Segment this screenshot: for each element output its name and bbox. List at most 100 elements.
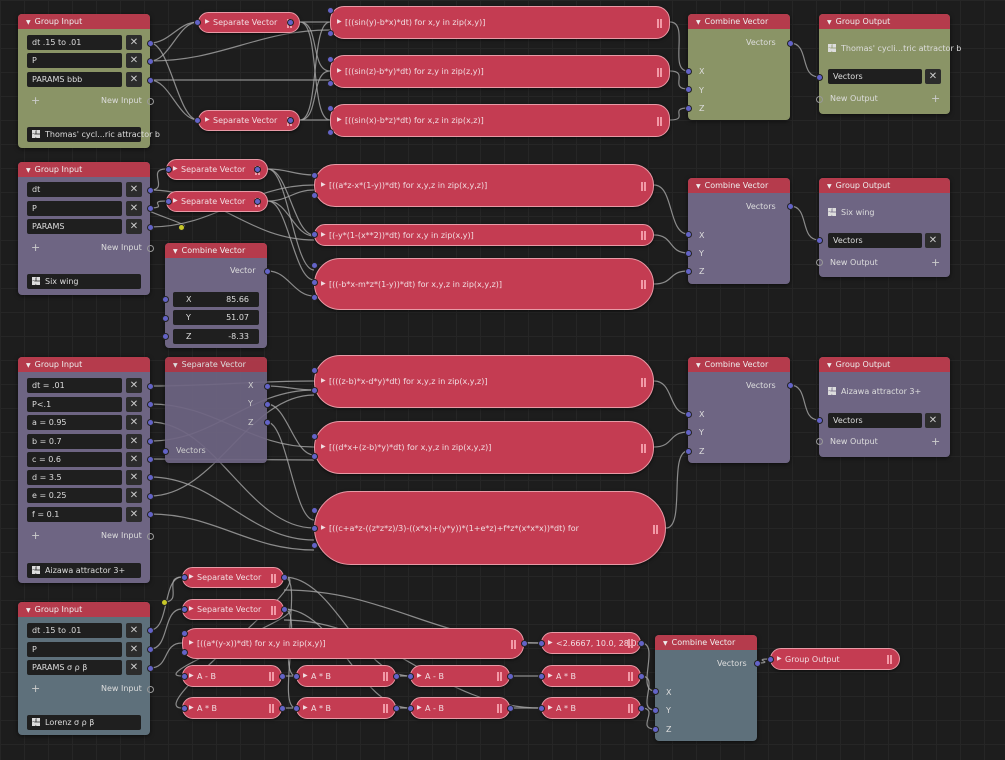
input-field[interactable]: dt .15 to .01	[27, 623, 122, 638]
drag-handle-icon[interactable]	[628, 639, 633, 648]
node-header[interactable]: ▼Group Output	[819, 357, 950, 372]
node-socket[interactable]	[310, 171, 318, 179]
node-socket[interactable]	[263, 382, 271, 390]
node-socket[interactable]	[310, 261, 318, 269]
node-socket[interactable]	[326, 79, 334, 87]
node-socket[interactable]	[310, 452, 318, 460]
math-node[interactable]: ▶A - B	[410, 665, 510, 687]
expand-icon[interactable]: ▶	[303, 704, 308, 711]
separate-vector-node[interactable]: ▼Separate Vector X Y Z Vectors	[165, 357, 267, 463]
node-socket[interactable]	[180, 629, 188, 637]
combine-vector-node[interactable]: ▼Combine Vector Vectors X Y Z	[688, 14, 790, 120]
collapse-icon[interactable]: ▼	[26, 19, 31, 26]
add-output-icon[interactable]: +	[931, 435, 941, 448]
math-node[interactable]: ▶A - B	[182, 665, 282, 687]
node-socket[interactable]	[310, 386, 318, 394]
python-expression-node[interactable]: ▶[((sin(y)-b*x)*dt) for x,y in zip(x,y)]	[330, 6, 670, 39]
node-socket[interactable]	[326, 29, 334, 37]
expand-icon[interactable]: ▶	[321, 443, 326, 450]
drag-handle-icon[interactable]	[657, 19, 662, 28]
drag-handle-icon[interactable]	[383, 704, 388, 713]
expand-icon[interactable]: ▶	[417, 704, 422, 711]
node-socket[interactable]	[684, 85, 692, 93]
node-socket[interactable]	[537, 704, 545, 712]
node-header[interactable]: ▼Group Input	[18, 14, 150, 29]
math-node[interactable]: ▶A * B	[541, 697, 641, 719]
node-socket[interactable]	[146, 626, 154, 634]
add-input-icon[interactable]: +	[31, 682, 41, 695]
remove-icon[interactable]: ✕	[925, 413, 941, 428]
expand-icon[interactable]: ▶	[417, 672, 422, 679]
group-name-field[interactable]: Aizawa attractor 3+	[27, 563, 141, 578]
node-socket[interactable]	[684, 428, 692, 436]
group-output-node[interactable]: ▼Group Output Aizawa attractor 3+ Vector…	[819, 357, 950, 457]
expand-icon[interactable]: ▶	[205, 116, 210, 123]
node-socket[interactable]	[326, 6, 334, 14]
input-field[interactable]: d = 3.5	[27, 470, 122, 485]
input-field[interactable]: dt .15 to .01	[27, 35, 122, 50]
collapse-icon[interactable]: ▼	[26, 362, 31, 369]
expand-icon[interactable]: ▶	[189, 704, 194, 711]
node-socket[interactable]	[753, 659, 761, 667]
node-socket[interactable]	[684, 104, 692, 112]
node-socket[interactable]	[161, 295, 169, 303]
drag-handle-icon[interactable]	[641, 378, 646, 387]
node-socket[interactable]	[684, 447, 692, 455]
node-socket[interactable]	[786, 202, 794, 210]
add-input-icon[interactable]: +	[31, 529, 41, 542]
combine-vector-node[interactable]: ▼Combine Vector Vectors X Y Z	[655, 635, 757, 741]
drag-handle-icon[interactable]	[497, 704, 502, 713]
expand-icon[interactable]: ▶	[189, 573, 194, 580]
group-name-field[interactable]: Six wing	[27, 274, 141, 289]
node-socket[interactable]	[651, 706, 659, 714]
separate-vector-node[interactable]: ▶Separate Vector	[198, 12, 300, 33]
collapse-icon[interactable]: ▼	[173, 248, 178, 255]
remove-icon[interactable]: ✕	[126, 452, 142, 467]
node-socket[interactable]	[326, 104, 334, 112]
node-socket[interactable]	[180, 648, 188, 656]
node-header[interactable]: ▼Combine Vector	[688, 178, 790, 193]
node-socket[interactable]	[253, 197, 261, 205]
input-field[interactable]: P	[27, 201, 122, 216]
expand-icon[interactable]: ▶	[189, 672, 194, 679]
python-expression-node[interactable]: ▶[(((z-b)*x-d*y)*dt) for x,y,z in zip(x,…	[314, 355, 654, 408]
expand-icon[interactable]: ▶	[303, 672, 308, 679]
input-field[interactable]: P<.1	[27, 397, 122, 412]
add-input-icon[interactable]: +	[31, 241, 41, 254]
node-socket[interactable]	[520, 639, 528, 647]
input-field[interactable]: PARAMS σ ρ β	[27, 660, 122, 675]
node-socket[interactable]	[146, 685, 154, 693]
drag-handle-icon[interactable]	[497, 672, 502, 681]
remove-icon[interactable]: ✕	[126, 507, 142, 522]
collapse-icon[interactable]: ▼	[663, 640, 668, 647]
node-socket[interactable]	[684, 267, 692, 275]
node-socket[interactable]	[278, 672, 286, 680]
collapse-icon[interactable]: ▼	[827, 19, 832, 26]
node-socket[interactable]	[326, 128, 334, 136]
group-output-node[interactable]: ▼Group Output Six wing Vectors ✕ New Out…	[819, 178, 950, 277]
remove-icon[interactable]: ✕	[126, 378, 142, 393]
node-socket[interactable]	[651, 687, 659, 695]
remove-icon[interactable]: ✕	[126, 397, 142, 412]
input-field[interactable]: a = 0.95	[27, 415, 122, 430]
node-socket[interactable]	[161, 447, 169, 455]
node-socket[interactable]	[310, 366, 318, 374]
node-socket[interactable]	[310, 506, 318, 514]
node-socket[interactable]	[684, 249, 692, 257]
combine-vector-node[interactable]: ▼Combine Vector Vectors X Y Z	[688, 357, 790, 463]
drag-handle-icon[interactable]	[641, 182, 646, 191]
node-socket[interactable]	[146, 532, 154, 540]
expand-icon[interactable]: ▶	[548, 672, 553, 679]
drag-handle-icon[interactable]	[269, 672, 274, 681]
expand-icon[interactable]: ▶	[321, 377, 326, 384]
expand-icon[interactable]: ▶	[189, 605, 194, 612]
node-socket[interactable]	[280, 605, 288, 613]
node-header[interactable]: ▼Combine Vector	[165, 243, 267, 258]
expand-icon[interactable]: ▶	[548, 704, 553, 711]
remove-icon[interactable]: ✕	[126, 470, 142, 485]
node-socket[interactable]	[263, 267, 271, 275]
drag-handle-icon[interactable]	[511, 640, 516, 649]
remove-icon[interactable]: ✕	[126, 434, 142, 449]
input-field[interactable]: e = 0.25	[27, 488, 122, 503]
python-expression-node[interactable]: ▶[((sin(z)-b*y)*dt) for z,y in zip(z,y)]	[330, 55, 670, 88]
